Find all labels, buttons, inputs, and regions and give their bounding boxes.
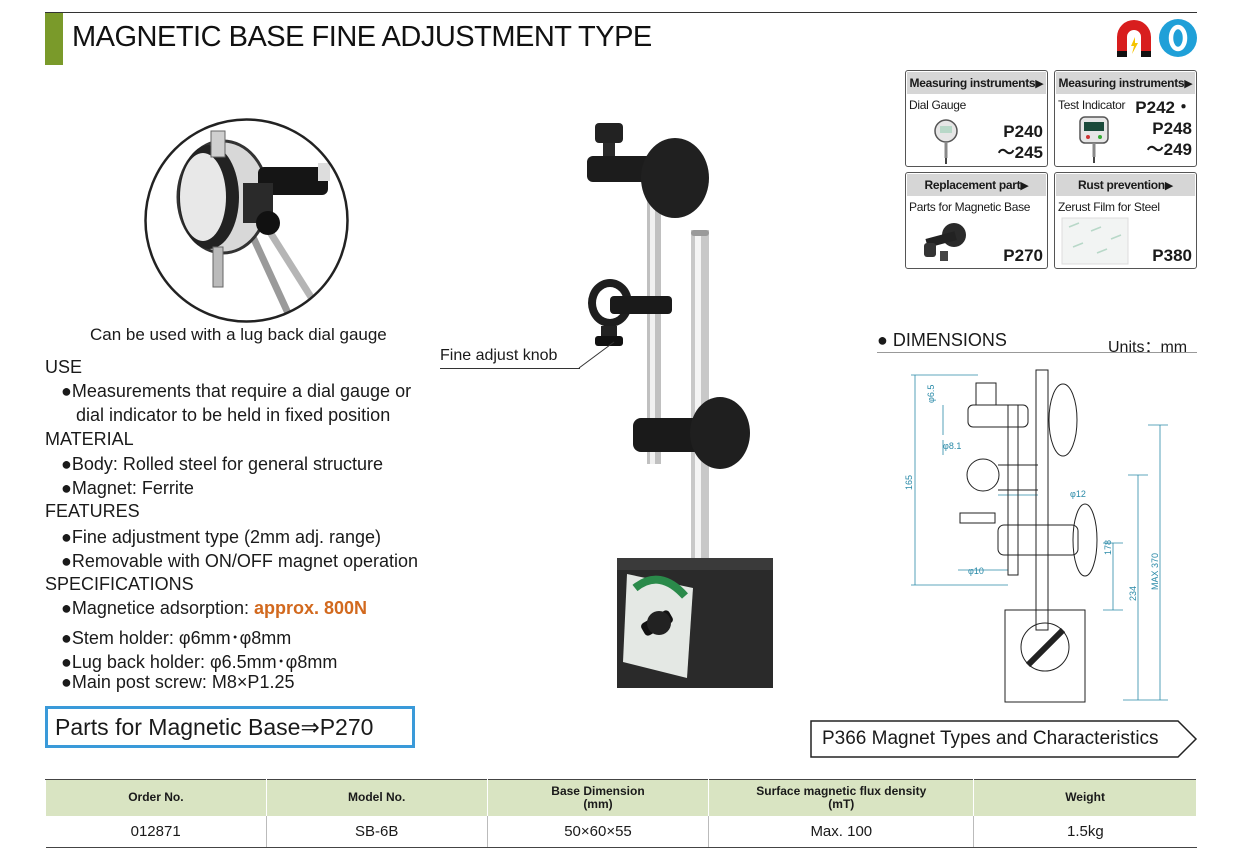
magnetic-base-illustration bbox=[587, 123, 773, 688]
ref-card-heading: Measuring instruments▶ bbox=[1056, 72, 1195, 94]
dim-label-h178: 178 bbox=[1103, 540, 1113, 555]
col-model-no: Model No. bbox=[265, 779, 488, 816]
table-row: 012871 SB-6B 50×60×55 Max. 100 1.5kg bbox=[45, 815, 1197, 848]
ref-card-rust-prevention[interactable]: Rust prevention▶ Zerust Film for Steel P… bbox=[1054, 172, 1197, 269]
spec-item: ●Main post screw: M8×P1.25 bbox=[61, 672, 295, 692]
dim-label-d65: φ6.5 bbox=[926, 385, 936, 403]
use-label: USE bbox=[45, 357, 83, 377]
use-item-continued: dial indicator to be held in fixed posit… bbox=[76, 405, 391, 425]
part-icon bbox=[924, 223, 966, 261]
feature-item: ●Fine adjustment type (2mm adj. range) bbox=[61, 527, 382, 547]
use-item: ●Measurements that require a dial gauge … bbox=[61, 381, 412, 401]
col-order-no: Order No. bbox=[45, 779, 267, 816]
spec-item: ●Lug back holder: φ6.5mm･φ8mm bbox=[61, 652, 338, 672]
dimensions-units: Units：mm bbox=[1108, 339, 1188, 356]
col-weight: Weight bbox=[973, 779, 1197, 816]
parts-link[interactable]: Parts for Magnetic Base⇒P270 bbox=[45, 706, 415, 748]
ref-card-heading: Replacement part▶ bbox=[907, 174, 1046, 196]
ref-card-page: P242・P248～249 bbox=[1135, 98, 1192, 159]
zero-icon bbox=[1159, 19, 1197, 57]
fine-adjust-knob-label: Fine adjust knob bbox=[440, 347, 558, 364]
ref-card-page: P240～245 bbox=[997, 122, 1043, 162]
magnet-types-link-shape bbox=[810, 720, 1198, 758]
ref-card-page: P380 bbox=[1152, 246, 1192, 265]
magnet-icon bbox=[1117, 20, 1151, 57]
col-flux-density: Surface magnetic flux density(mT) bbox=[708, 779, 975, 816]
ref-card-subtitle: Test Indicator bbox=[1058, 98, 1126, 112]
cell-order-no: 012871 bbox=[45, 815, 267, 848]
dimensions-title: ● DIMENSIONS bbox=[877, 330, 1007, 350]
ref-card-dial-gauge[interactable]: Measuring instruments▶ Dial Gauge P240～2… bbox=[905, 70, 1048, 167]
cell-weight: 1.5kg bbox=[973, 815, 1197, 848]
material-label: MATERIAL bbox=[45, 429, 134, 449]
ref-card-subtitle: Zerust Film for Steel bbox=[1058, 200, 1160, 214]
material-item: ●Magnet: Ferrite bbox=[61, 478, 194, 498]
lug-back-photo bbox=[144, 118, 349, 323]
callout-leader bbox=[578, 341, 615, 369]
cell-flux-density: Max. 100 bbox=[708, 815, 975, 848]
spec-item: ●Stem holder: φ6mm･φ8mm bbox=[61, 628, 292, 648]
title-accent bbox=[45, 13, 63, 65]
title-bar: MAGNETIC BASE FINE ADJUSTMENT TYPE bbox=[45, 12, 1197, 65]
test-indicator-icon bbox=[1079, 116, 1109, 163]
dim-label-d12: φ12 bbox=[1070, 489, 1086, 499]
cell-model-no: SB-6B bbox=[265, 815, 488, 848]
table-header-row: Order No. Model No. Base Dimension(mm) S… bbox=[45, 779, 1197, 816]
ref-card-test-indicator[interactable]: Measuring instruments▶ Test Indicator P2… bbox=[1054, 70, 1197, 167]
col-base-dimension: Base Dimension(mm) bbox=[486, 779, 710, 816]
dim-label-h234: 234 bbox=[1128, 586, 1138, 601]
dim-label-hmax: MAX 370 bbox=[1150, 553, 1160, 590]
film-icon bbox=[1061, 217, 1129, 265]
dial-gauge-icon bbox=[934, 119, 958, 164]
features-label: FEATURES bbox=[45, 501, 140, 521]
callout-line bbox=[440, 368, 580, 369]
ref-card-replacement-part[interactable]: Replacement part▶ Parts for Magnetic Bas… bbox=[905, 172, 1048, 269]
photo-caption: Can be used with a lug back dial gauge bbox=[90, 325, 387, 344]
feature-item: ●Removable with ON/OFF magnet operation bbox=[61, 551, 419, 571]
cell-base-dimension: 50×60×55 bbox=[486, 815, 710, 848]
magnet-types-link[interactable]: P366 Magnet Types and Characteristics bbox=[822, 728, 1159, 749]
material-item: ●Body: Rolled steel for general structur… bbox=[61, 454, 384, 474]
dim-label-d81: φ8.1 bbox=[943, 441, 961, 451]
ref-card-subtitle: Parts for Magnetic Base bbox=[909, 200, 1031, 214]
ref-card-heading: Measuring instruments▶ bbox=[907, 72, 1046, 94]
adsorption-value: approx. 800N bbox=[253, 598, 368, 618]
specifications-label: SPECIFICATIONS bbox=[45, 574, 194, 594]
ref-card-heading: Rust prevention▶ bbox=[1056, 174, 1195, 196]
dim-label-h165: 165 bbox=[904, 475, 914, 490]
dim-label-d10: φ10 bbox=[968, 566, 984, 576]
page-title: MAGNETIC BASE FINE ADJUSTMENT TYPE bbox=[72, 21, 652, 53]
dimensions-divider bbox=[877, 352, 1197, 353]
dimension-drawing: φ6.5 φ8.1 φ12 φ10 165 178 234 MAX 370 bbox=[904, 369, 1168, 703]
ref-card-page: P270 bbox=[1003, 246, 1043, 265]
spec-table: Order No. Model No. Base Dimension(mm) S… bbox=[45, 779, 1197, 848]
spec-adsorption: ●Magnetice adsorption: approx. 800N bbox=[61, 598, 368, 618]
ref-card-subtitle: Dial Gauge bbox=[909, 98, 967, 112]
